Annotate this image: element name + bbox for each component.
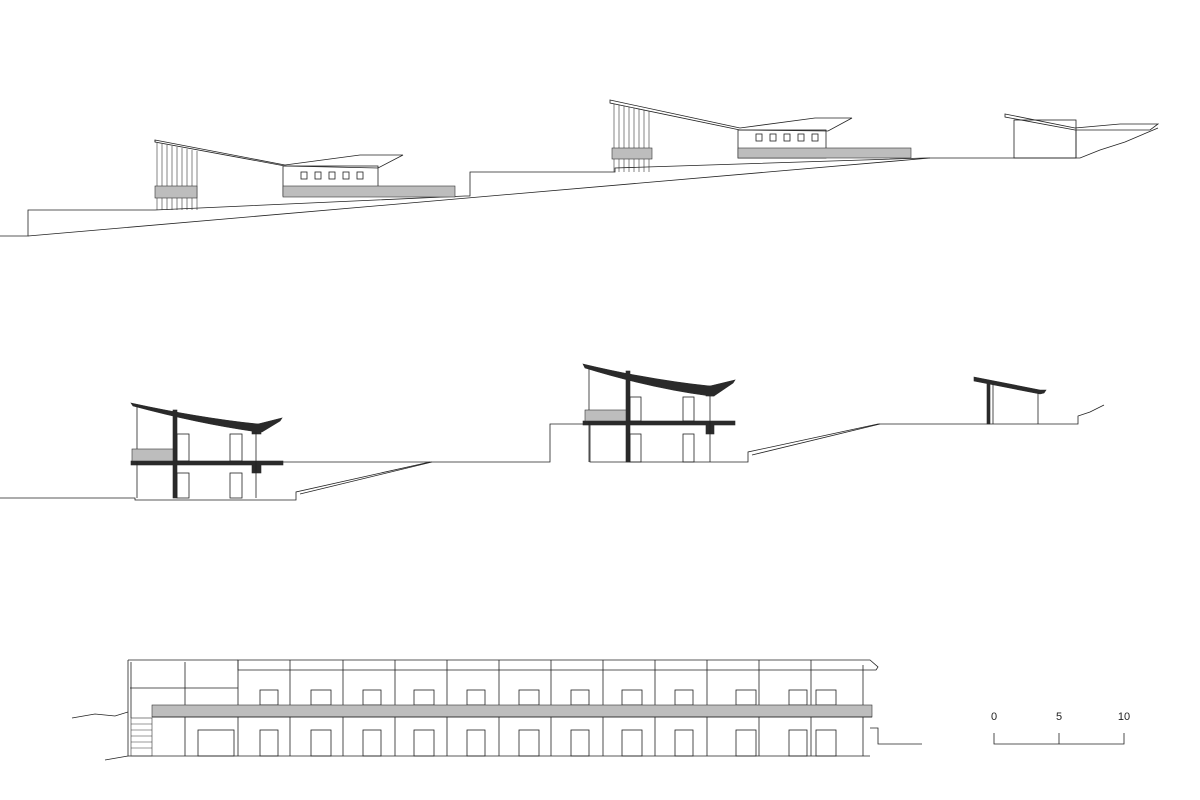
scale-bar: 0 5 10 xyxy=(991,711,1130,745)
stair xyxy=(130,717,153,757)
house-a-section xyxy=(130,402,284,499)
house-a-elevation xyxy=(154,139,456,210)
house-c-elevation xyxy=(1004,113,1160,159)
house-c-section xyxy=(973,376,1047,425)
site-elevation-top xyxy=(0,99,1160,237)
house-b-elevation xyxy=(609,99,912,172)
scale-label-0: 0 xyxy=(991,711,997,723)
site-section-middle xyxy=(0,363,1105,501)
scale-label-5: 5 xyxy=(1056,711,1062,723)
long-elevation-bottom xyxy=(71,659,922,761)
ground-line-top xyxy=(0,127,1159,237)
house-b-section xyxy=(582,363,736,463)
scale-label-10: 10 xyxy=(1118,711,1130,723)
railing-band xyxy=(151,704,873,718)
